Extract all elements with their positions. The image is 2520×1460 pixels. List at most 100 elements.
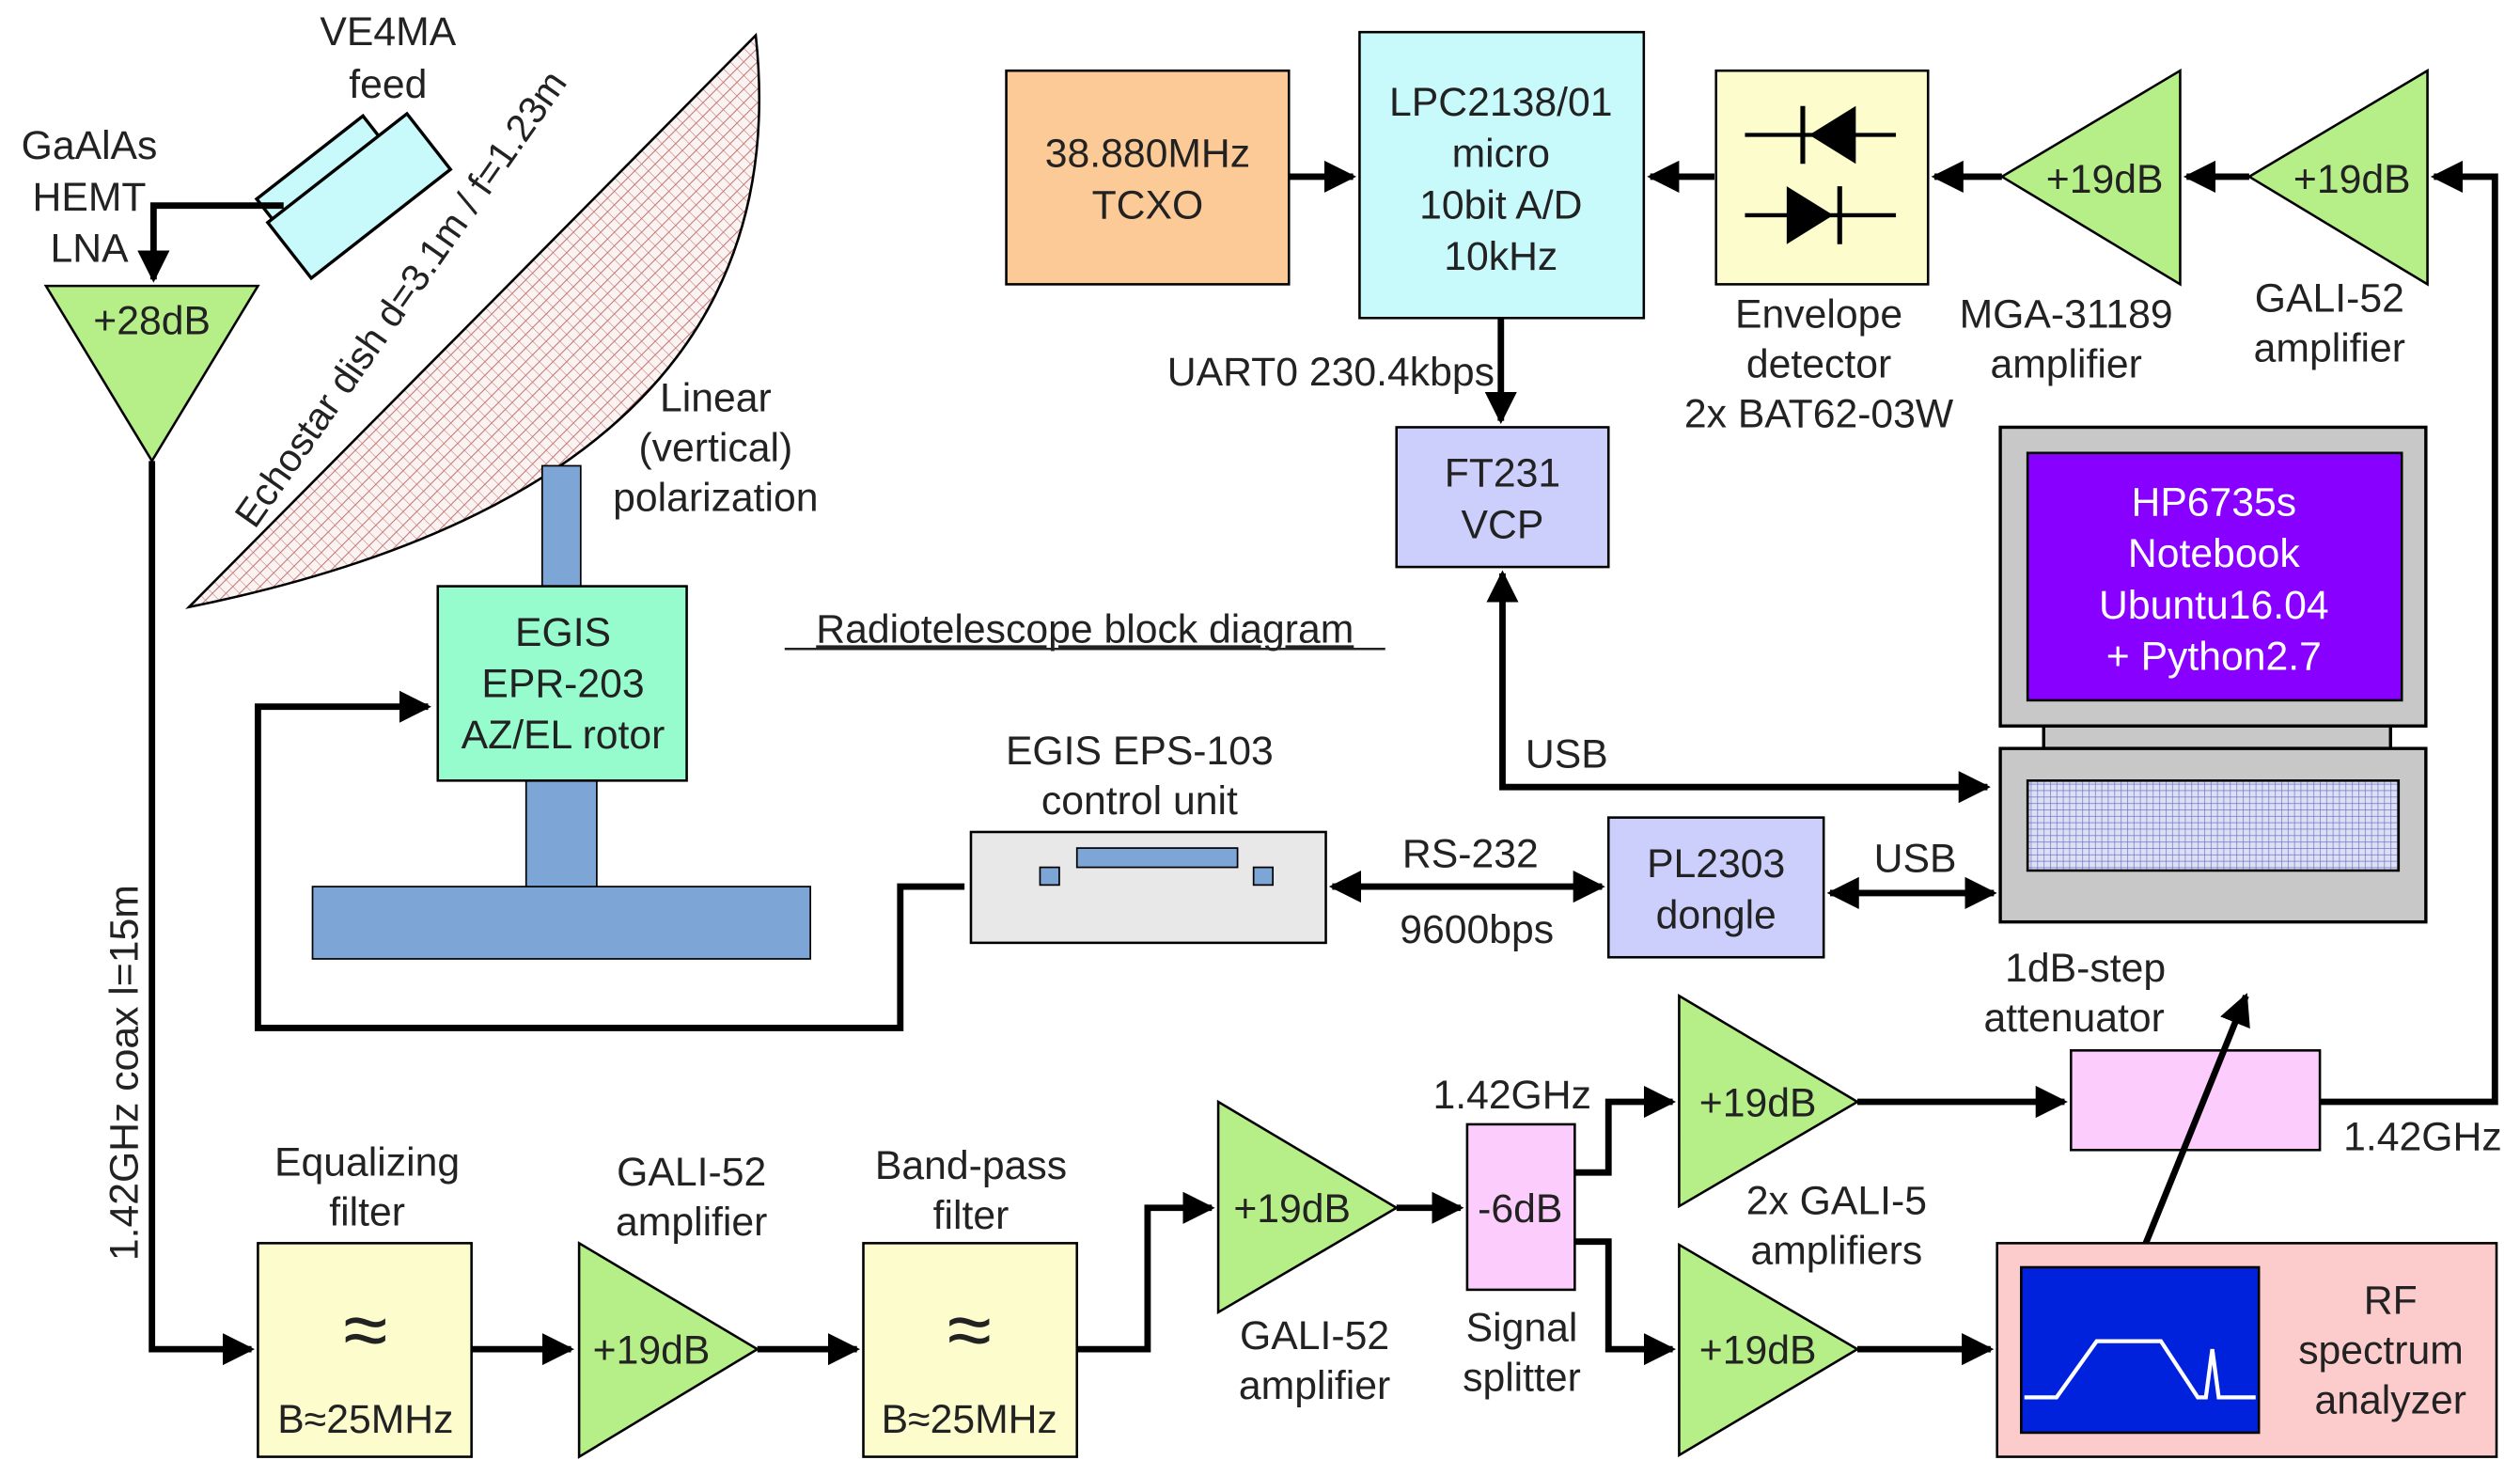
ft231-label-1: FT231 <box>1445 451 1560 496</box>
analyzer-label-3: analyzer <box>2315 1377 2466 1422</box>
usb-top-label: USB <box>1526 732 1608 777</box>
bp-filter-caption-2: filter <box>933 1193 1010 1238</box>
mast <box>540 464 582 589</box>
laptop-label-4: + Python2.7 <box>2106 634 2322 679</box>
diagram-title: Radiotelescope block diagram <box>816 606 1354 652</box>
dish-reflector <box>185 32 760 609</box>
tcxo-label-2: TCXO <box>1092 182 1204 228</box>
keyboard-icon <box>2026 779 2401 872</box>
bp-to-amp-line <box>1076 1191 1215 1353</box>
mga-gain: +19dB <box>2046 157 2164 202</box>
eq-filter-caption-2: filter <box>329 1190 405 1235</box>
attenuator-caption-1: 1dB-step <box>2005 946 2166 991</box>
rotor-label-2: EPR-203 <box>481 661 644 706</box>
gali2-caption-2: amplifier <box>1239 1363 1390 1408</box>
attenuator-variable-arrow-icon <box>2139 993 2250 1251</box>
tcxo-box <box>1005 69 1291 286</box>
pl2303-label-2: dongle <box>1656 892 1777 937</box>
diode-icon <box>1745 105 1897 244</box>
envelope-caption-3: 2x BAT62-03W <box>1684 391 1954 436</box>
gali2-gain: +19dB <box>1233 1186 1351 1232</box>
envelope-detector-box <box>1714 69 1930 286</box>
ft231-label-2: VCP <box>1462 502 1544 547</box>
control-unit-caption-1: EGIS EPS-103 <box>1006 729 1274 774</box>
splitter-caption-2: splitter <box>1463 1356 1581 1401</box>
polarization-label-2: (vertical) <box>638 425 792 470</box>
laptop-screen <box>2026 451 2403 702</box>
gali1-gain: +19dB <box>593 1327 711 1373</box>
laptop-label-2: Notebook <box>2128 531 2300 576</box>
lna-label-2: HEMT <box>33 175 147 220</box>
freq-right-label: 1.42GHz <box>2343 1114 2502 1159</box>
gali-top-caption-2: amplifier <box>2254 325 2405 370</box>
analyzer-label-1: RF <box>2364 1279 2418 1324</box>
feed-label-2: feed <box>349 62 427 107</box>
eq-filter-box <box>257 1242 473 1458</box>
laptop-hinge <box>2042 724 2392 750</box>
lna-label-1: GaAlAs <box>22 123 158 168</box>
micro-label-1: LPC2138/01 <box>1389 80 1612 125</box>
control-unit-connector-right <box>1252 866 1275 887</box>
usb-right-label: USB <box>1874 837 1957 882</box>
mga-amplifier <box>1999 68 2182 287</box>
splitter-caption-1: Signal <box>1466 1306 1578 1351</box>
rotor-label-1: EGIS <box>515 610 611 655</box>
micro-label-2: micro <box>1452 132 1550 177</box>
micro-label-4: 10kHz <box>1444 234 1557 279</box>
bp-filter-box <box>862 1242 1079 1458</box>
control-unit-display <box>1075 847 1239 869</box>
coax-line <box>149 461 255 1366</box>
tcxo-label-1: 38.880MHz <box>1045 132 1250 177</box>
attenuator-caption-2: attenuator <box>1984 996 2165 1041</box>
eq-filter-caption-1: Equalizing <box>274 1140 460 1185</box>
feed <box>254 111 453 281</box>
gali-amplifier-top <box>2246 68 2429 287</box>
feed-label-1: VE4MA <box>320 9 456 55</box>
bp-filter-symbol: ≈ <box>947 1286 992 1375</box>
micro-box <box>1358 30 1646 320</box>
gali5-amplifier-upper <box>1678 993 1860 1209</box>
rotor-box <box>436 585 688 782</box>
ft231-box <box>1395 426 1610 569</box>
gali-top-gain: +19dB <box>2293 157 2411 202</box>
envelope-caption-1: Envelope <box>1735 292 1902 338</box>
attenuator-box <box>2069 1049 2322 1152</box>
uart-label: UART0 230.4kbps <box>1167 350 1495 395</box>
tripod-base <box>311 886 811 960</box>
bp-filter-bandwidth: B≈25MHz <box>882 1397 1057 1442</box>
feed-to-lna-line <box>137 202 284 283</box>
pl2303-box <box>1606 816 1825 959</box>
gali1-caption-2: amplifier <box>616 1200 767 1245</box>
polarization-label-1: Linear <box>660 375 772 420</box>
mga-caption-2: amplifier <box>1990 341 2141 386</box>
bp-filter-caption-1: Band-pass <box>875 1143 1067 1188</box>
feed-body <box>265 111 453 281</box>
laptop-label-1: HP6735s <box>2131 479 2296 525</box>
gali2-caption-1: GALI-52 <box>1240 1313 1389 1358</box>
analyzer-label-2: spectrum <box>2298 1327 2464 1373</box>
attenuator-to-gali-line <box>2320 160 2498 1106</box>
lna-label-3: LNA <box>50 226 129 271</box>
lna-amplifier <box>43 284 260 463</box>
gali5-amplifier-lower <box>1678 1242 1860 1458</box>
gali-amplifier-2 <box>1216 1099 1400 1315</box>
polarization-label-3: polarization <box>613 475 818 520</box>
eq-filter-symbol: ≈ <box>343 1286 387 1375</box>
analyzer-screen <box>2020 1265 2261 1435</box>
rs232-baud: 9600bps <box>1400 907 1554 952</box>
lna-gain: +28dB <box>93 298 211 343</box>
envelope-caption-2: detector <box>1746 341 1891 386</box>
splitter-freq: 1.42GHz <box>1432 1073 1591 1118</box>
laptop-label-3: Ubuntu16.04 <box>2099 583 2329 628</box>
laptop <box>1998 425 2428 924</box>
control-unit-caption-2: control unit <box>1041 778 1238 824</box>
gali5-caption-2: amplifiers <box>1750 1229 1922 1274</box>
micro-label-3: 10bit A/D <box>1419 182 1582 228</box>
eq-filter-bandwidth: B≈25MHz <box>277 1397 453 1442</box>
gali5-lower-gain: +19dB <box>1699 1327 1817 1373</box>
gali-amplifier-1 <box>577 1241 760 1459</box>
gali5-upper-gain: +19dB <box>1699 1080 1817 1125</box>
splitter-value: -6dB <box>1478 1186 1562 1232</box>
splitter-to-lower-amp-line <box>1574 1238 1676 1366</box>
